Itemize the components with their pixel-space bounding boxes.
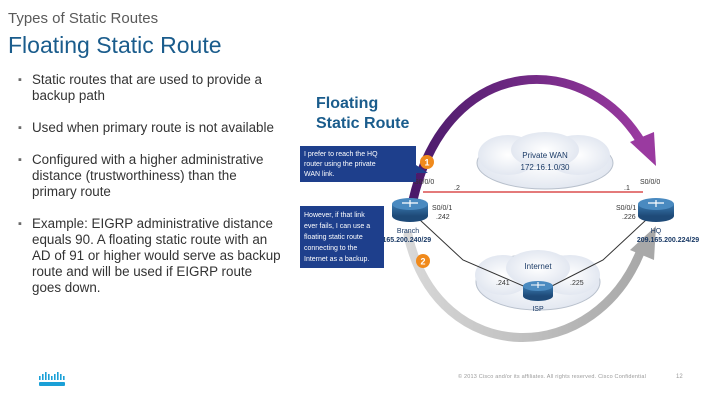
callout-backup-line: ever fails, I can use a (304, 223, 370, 230)
branch-wan-ip: .2 (454, 185, 460, 192)
isp-left-ip: .241 (496, 280, 510, 287)
callout-backup-line: However, if that link (304, 212, 365, 219)
slide-subtitle: Types of Static Routes (8, 10, 159, 27)
hq-inet-ip: .226 (622, 214, 636, 221)
hq-network: 209.165.200.224/29 (637, 237, 699, 244)
private-wan-network: 172.16.1.0/30 (521, 163, 570, 172)
diagram-heading-line2: Static Route (316, 115, 409, 132)
backup-route-arrowhead (630, 226, 656, 260)
branch-label: Branch (397, 228, 419, 235)
step-badge-1 (420, 155, 434, 169)
bullet-item: Used when primary route is not available (18, 120, 283, 136)
hq-label: HQ (651, 228, 662, 235)
branch-inet-ip: .242 (436, 214, 450, 221)
branch-s001-label: S0/0/1 (432, 205, 452, 212)
internet-label: Internet (524, 262, 552, 271)
private-wan-label: Private WAN (522, 151, 568, 160)
isp-right-ip: .225 (570, 280, 584, 287)
branch-router-icon (392, 198, 428, 222)
hq-s001-label: S0/0/1 (616, 205, 636, 212)
branch-s000-label: S0/0/0 (414, 179, 434, 186)
page-number: 12 (676, 374, 683, 380)
isp-label: ISP (532, 306, 544, 313)
diagram-heading-line1: Floating (316, 95, 378, 112)
footer-copyright: © 2013 Cisco and/or its affiliates. All … (458, 374, 647, 380)
callout-primary-line: router using the private (304, 161, 376, 168)
private-wan-cloud (476, 132, 614, 190)
callout-backup-line: connecting to the (304, 245, 357, 252)
hq-router-icon (638, 198, 674, 222)
hq-isp-link (547, 219, 647, 289)
hq-wan-ip: .1 (624, 185, 630, 192)
backup-route-arrow (403, 230, 648, 342)
bullet-item: Static routes that are used to provide a… (18, 72, 283, 104)
slide-title: Floating Static Route (8, 32, 222, 58)
callout-backup-line: floating static route (304, 234, 363, 241)
branch-isp-link (419, 219, 529, 289)
hq-s000-label: S0/0/0 (640, 179, 660, 186)
callout-primary-line: WAN link. (304, 171, 335, 178)
branch-network: 209.165.200.240/29 (369, 237, 431, 244)
step-badge-2-text: 2 (420, 257, 425, 267)
callout-backup-line: Internet as a backup. (304, 256, 369, 263)
primary-route-arrow (408, 75, 648, 205)
primary-route-arrowhead (630, 132, 656, 166)
callout-primary-line: I prefer to reach the HQ (304, 151, 378, 158)
cisco-logo-icon (38, 372, 68, 393)
step-badge-2 (416, 254, 430, 268)
bullet-item: Example: EIGRP administrative distance e… (18, 216, 283, 296)
bullet-item: Configured with a higher administrative … (18, 152, 283, 200)
floating-route-diagram: Floating Static Route Private WAN 172.16… (298, 70, 716, 346)
callout-primary-pointer (416, 165, 428, 173)
callout-primary (300, 146, 416, 182)
callout-backup (300, 206, 384, 268)
step-badge-1-text: 1 (424, 158, 429, 168)
bullet-list: Static routes that are used to provide a… (18, 72, 283, 312)
isp-router-icon (523, 281, 553, 301)
